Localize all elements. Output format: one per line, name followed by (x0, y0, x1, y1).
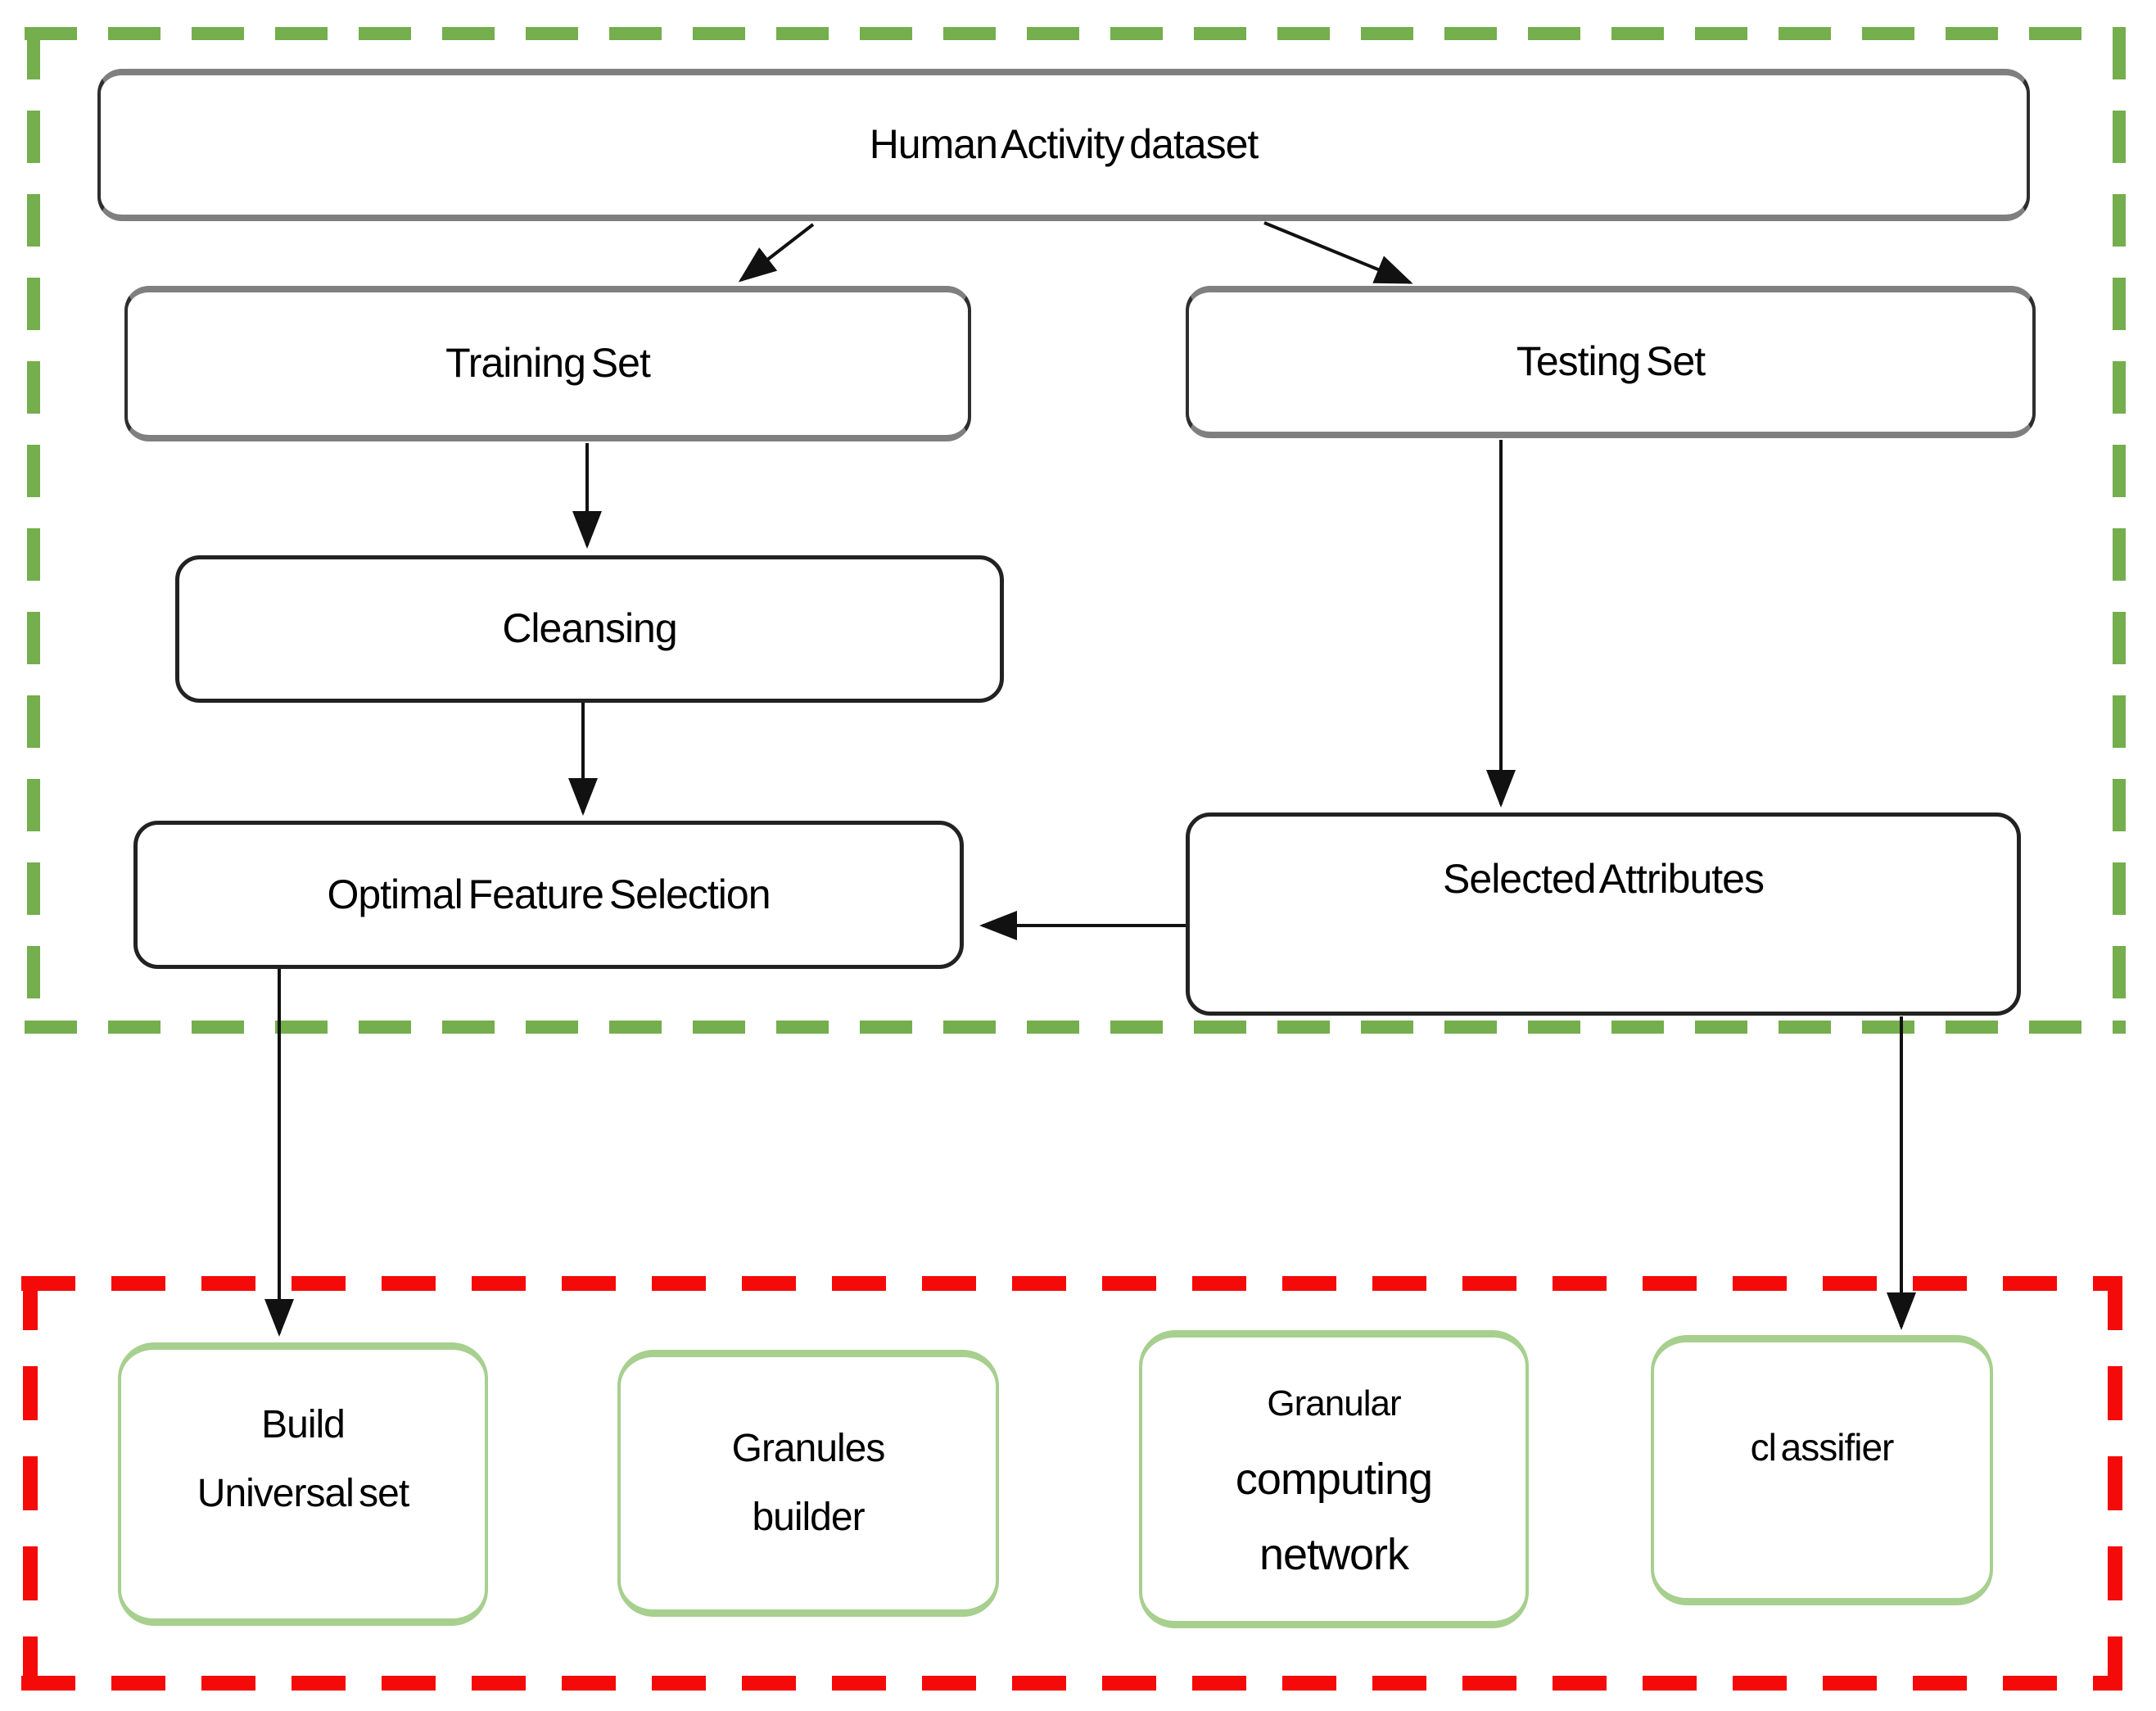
node-label-line: Universal set (197, 1472, 409, 1515)
red-region-border-right (2108, 1276, 2122, 1691)
node-selected-attributes: Selected Attributes (1186, 812, 2021, 1016)
node-training-set: Training Set (124, 286, 971, 441)
node-label: Training Set (445, 340, 651, 387)
node-label-line: network (1259, 1530, 1409, 1579)
node-classifier: cl assifier (1651, 1335, 1993, 1605)
arrow-dataset-to-testing-set (1263, 221, 1413, 284)
node-label-line: Build (261, 1403, 346, 1446)
node-label: Human Activity dataset (869, 121, 1259, 168)
node-granular-computing-network: Granular computing network (1139, 1330, 1529, 1628)
node-cleansing: Cleansing (175, 555, 1004, 703)
node-label-line: builder (752, 1496, 865, 1539)
node-label-line: Granular (1267, 1383, 1401, 1424)
red-region-border-bottom (21, 1676, 2122, 1691)
node-granules-builder: Granules builder (617, 1350, 999, 1617)
green-region-border-bottom (25, 1021, 2126, 1034)
green-region-border-left (27, 27, 40, 1034)
node-optimal-feature-selection: Optimal Feature Selection (133, 821, 964, 969)
node-human-activity-dataset: Human Activity dataset (97, 69, 2030, 221)
node-testing-set: Testing Set (1186, 286, 2036, 438)
node-label: cl assifier (1750, 1426, 1895, 1469)
red-region-border-left (23, 1276, 38, 1691)
arrow-dataset-to-training-set (738, 223, 815, 283)
node-label-line: computing (1235, 1455, 1433, 1504)
red-region-border-top (21, 1276, 2122, 1291)
green-region-border-right (2113, 27, 2126, 1034)
node-label: Cleansing (502, 605, 677, 652)
green-region-border-top (25, 27, 2126, 40)
node-label-line: Granules (731, 1427, 886, 1470)
node-label: Testing Set (1516, 338, 1706, 385)
node-label: Optimal Feature Selection (327, 871, 771, 917)
node-build-universal-set: Build Universal set (118, 1342, 488, 1626)
node-label: Selected Attributes (1443, 856, 1765, 903)
